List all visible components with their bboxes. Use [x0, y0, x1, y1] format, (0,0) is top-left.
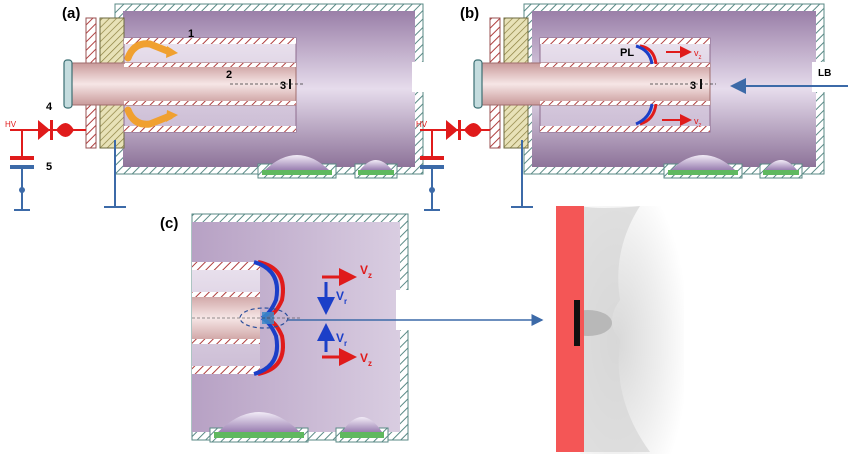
panel-b: vz vz (b) PL 3 LB HV: [416, 3, 848, 211]
window-b: [812, 62, 826, 92]
vacuum-port-icon: [209, 412, 389, 443]
panel-label-a: (a): [62, 5, 80, 22]
capacitor-icon: [420, 156, 444, 169]
lb-label: LB: [818, 68, 831, 79]
plasma-layer-shape: [580, 206, 650, 452]
label-1: 1: [188, 28, 194, 40]
panel-c: Vz Vz Vr Vr (c): [160, 213, 544, 443]
vr-label-c2: Vr: [336, 331, 347, 348]
panel-label-b: (b): [460, 5, 479, 22]
label-5: 5: [46, 161, 52, 173]
capacitor-icon: [10, 156, 34, 169]
vz-label-c2: Vz: [360, 351, 372, 368]
vz-label-b2: vz: [694, 116, 702, 129]
label-2: 2: [226, 69, 232, 81]
pl-label-b: PL: [620, 47, 634, 59]
vacuum-port-icon: [663, 155, 803, 179]
circuit-b: [420, 120, 533, 211]
vacuum-port-icon: [257, 155, 398, 179]
label-3-b: 3: [690, 80, 696, 92]
label-3: 3: [280, 80, 286, 92]
panel-label-c: (c): [160, 215, 178, 232]
vz-label-b1: vz: [694, 48, 702, 61]
panel-a: (a) 1 2 3 4 5 HV: [5, 3, 424, 211]
current-sheath-flow: [124, 40, 174, 128]
window-c: [396, 290, 410, 330]
hv-label-b: HV: [416, 120, 428, 129]
diode-icon: [38, 120, 74, 140]
window-a: [412, 62, 424, 92]
plasma-sheath-b: [635, 44, 658, 126]
circuit-a: [10, 120, 126, 211]
plasma-photo: [556, 206, 684, 454]
diode-icon: [446, 120, 482, 140]
label-4: 4: [46, 101, 53, 113]
vr-label-c1: Vr: [336, 289, 347, 306]
anode-tip: [574, 300, 580, 346]
vz-label-c1: Vz: [360, 263, 372, 280]
hv-label-a: HV: [5, 120, 17, 129]
